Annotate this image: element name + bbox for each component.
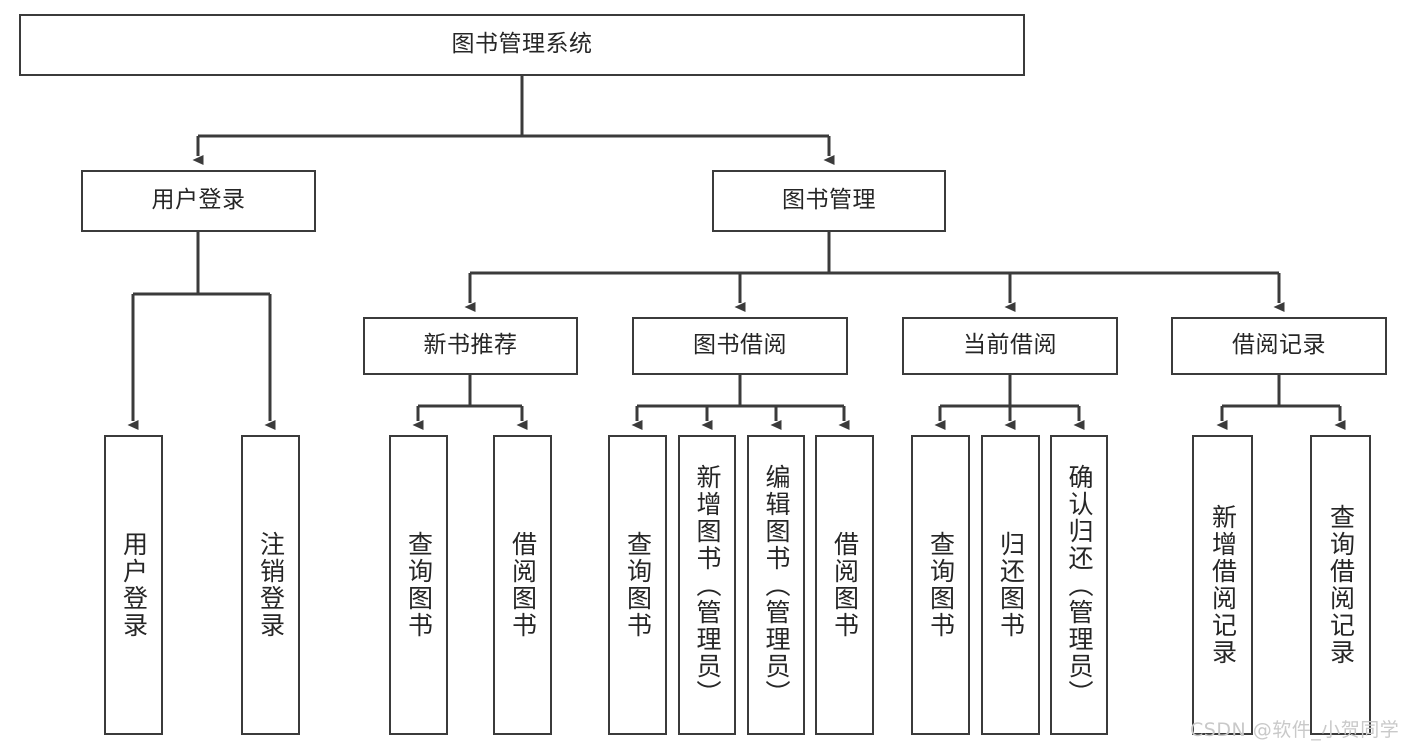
node-leaf-add-book[interactable]: 新增图书（管理员） (678, 435, 736, 735)
node-book-borrow[interactable]: 图书借阅 (632, 317, 848, 375)
node-label: 借阅图书 (830, 531, 860, 639)
node-current-borrow[interactable]: 当前借阅 (902, 317, 1118, 375)
node-label: 当前借阅 (963, 332, 1057, 359)
node-label: 图书管理 (782, 187, 876, 214)
node-leaf-logout-login[interactable]: 注销登录 (241, 435, 300, 735)
node-label: 确认归还（管理员） (1065, 463, 1094, 707)
node-root-book-management-system[interactable]: 图书管理系统 (19, 14, 1025, 76)
node-label: 编辑图书（管理员） (762, 463, 791, 707)
node-label: 查询图书 (623, 531, 653, 639)
node-user-login[interactable]: 用户登录 (81, 170, 316, 232)
node-label: 借阅图书 (508, 531, 538, 639)
node-label: 查询图书 (926, 531, 956, 639)
node-leaf-query-record[interactable]: 查询借阅记录 (1310, 435, 1371, 735)
node-borrow-record[interactable]: 借阅记录 (1171, 317, 1387, 375)
node-leaf-edit-book[interactable]: 编辑图书（管理员） (747, 435, 805, 735)
node-leaf-query-book-3[interactable]: 查询图书 (911, 435, 970, 735)
node-label: 用户登录 (151, 187, 246, 214)
watermark-text: CSDN @软件_小贺同学 (1190, 719, 1400, 741)
node-label: 图书借阅 (693, 332, 787, 359)
csdn-watermark: CSDN @软件_小贺同学 (1190, 715, 1399, 742)
node-label: 图书管理系统 (451, 31, 593, 58)
node-label: 查询图书 (404, 531, 434, 639)
node-book-management[interactable]: 图书管理 (712, 170, 946, 232)
node-label: 新增图书（管理员） (693, 463, 722, 707)
node-leaf-return-book[interactable]: 归还图书 (981, 435, 1040, 735)
node-leaf-borrow-book-1[interactable]: 借阅图书 (493, 435, 552, 735)
node-label: 注销登录 (256, 531, 286, 639)
node-leaf-user-login[interactable]: 用户登录 (104, 435, 163, 735)
node-leaf-add-record[interactable]: 新增借阅记录 (1192, 435, 1253, 735)
node-label: 用户登录 (119, 531, 149, 639)
node-leaf-confirm-return[interactable]: 确认归还（管理员） (1050, 435, 1108, 735)
node-label: 归还图书 (996, 531, 1026, 639)
node-new-book-recommend[interactable]: 新书推荐 (363, 317, 578, 375)
node-leaf-query-book-2[interactable]: 查询图书 (608, 435, 667, 735)
node-leaf-borrow-book-2[interactable]: 借阅图书 (815, 435, 874, 735)
node-label: 查询借阅记录 (1326, 504, 1356, 666)
node-leaf-query-book-1[interactable]: 查询图书 (389, 435, 448, 735)
node-label: 新书推荐 (423, 332, 518, 359)
node-label: 借阅记录 (1232, 332, 1326, 359)
node-label: 新增借阅记录 (1208, 504, 1238, 666)
